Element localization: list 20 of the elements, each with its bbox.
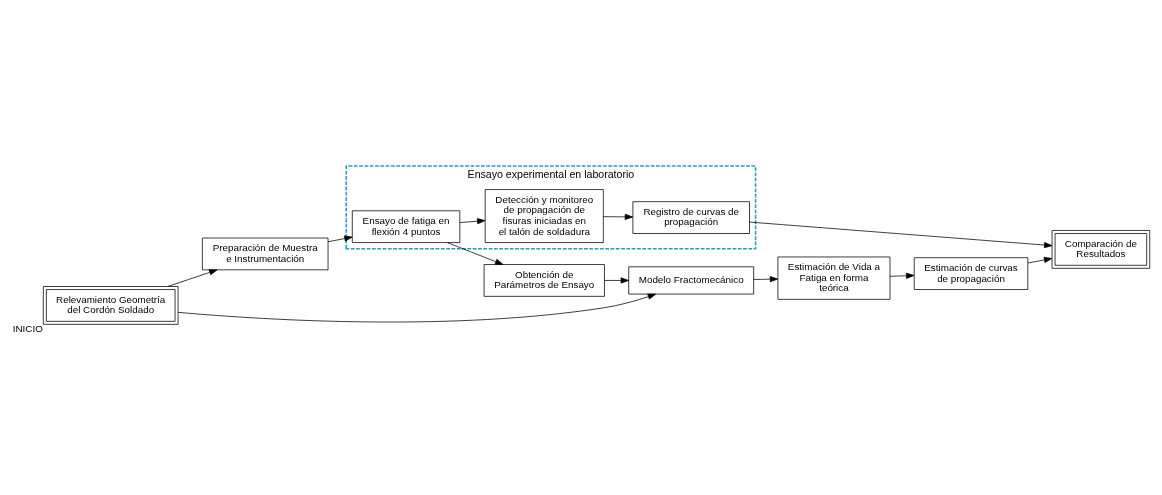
- arrow: [604, 277, 629, 284]
- arrow: [167, 269, 218, 287]
- arrow: [1027, 256, 1053, 264]
- node-box: Registro de curvas de propagación: [632, 201, 750, 234]
- node-box: Detección y monitoreo de propagación de fisuras iniciadas en el talón de soldadura: [484, 189, 604, 243]
- node-box: Estimación de curvas de propagación: [913, 257, 1029, 290]
- node-box: Estimación de Vida a Fatiga en forma teórica: [777, 256, 891, 300]
- arrow: [889, 272, 915, 279]
- node-box: Ensayo de fatiga en flexión 4 puntos: [351, 210, 461, 243]
- node-box: Obtención de Parámetros de Ensayo: [483, 264, 605, 297]
- node-box: Preparación de Muestra e Instrumentación: [201, 237, 329, 271]
- arrow: [447, 242, 504, 265]
- arrow: [749, 221, 1053, 249]
- node-box: Modelo Fractomecánico: [628, 266, 755, 295]
- arrow: [327, 235, 353, 243]
- arrow: [753, 276, 779, 283]
- node-label: INICIO: [12, 323, 43, 335]
- arrow: [603, 213, 634, 220]
- arrow: [459, 218, 486, 225]
- arrow: [177, 293, 657, 323]
